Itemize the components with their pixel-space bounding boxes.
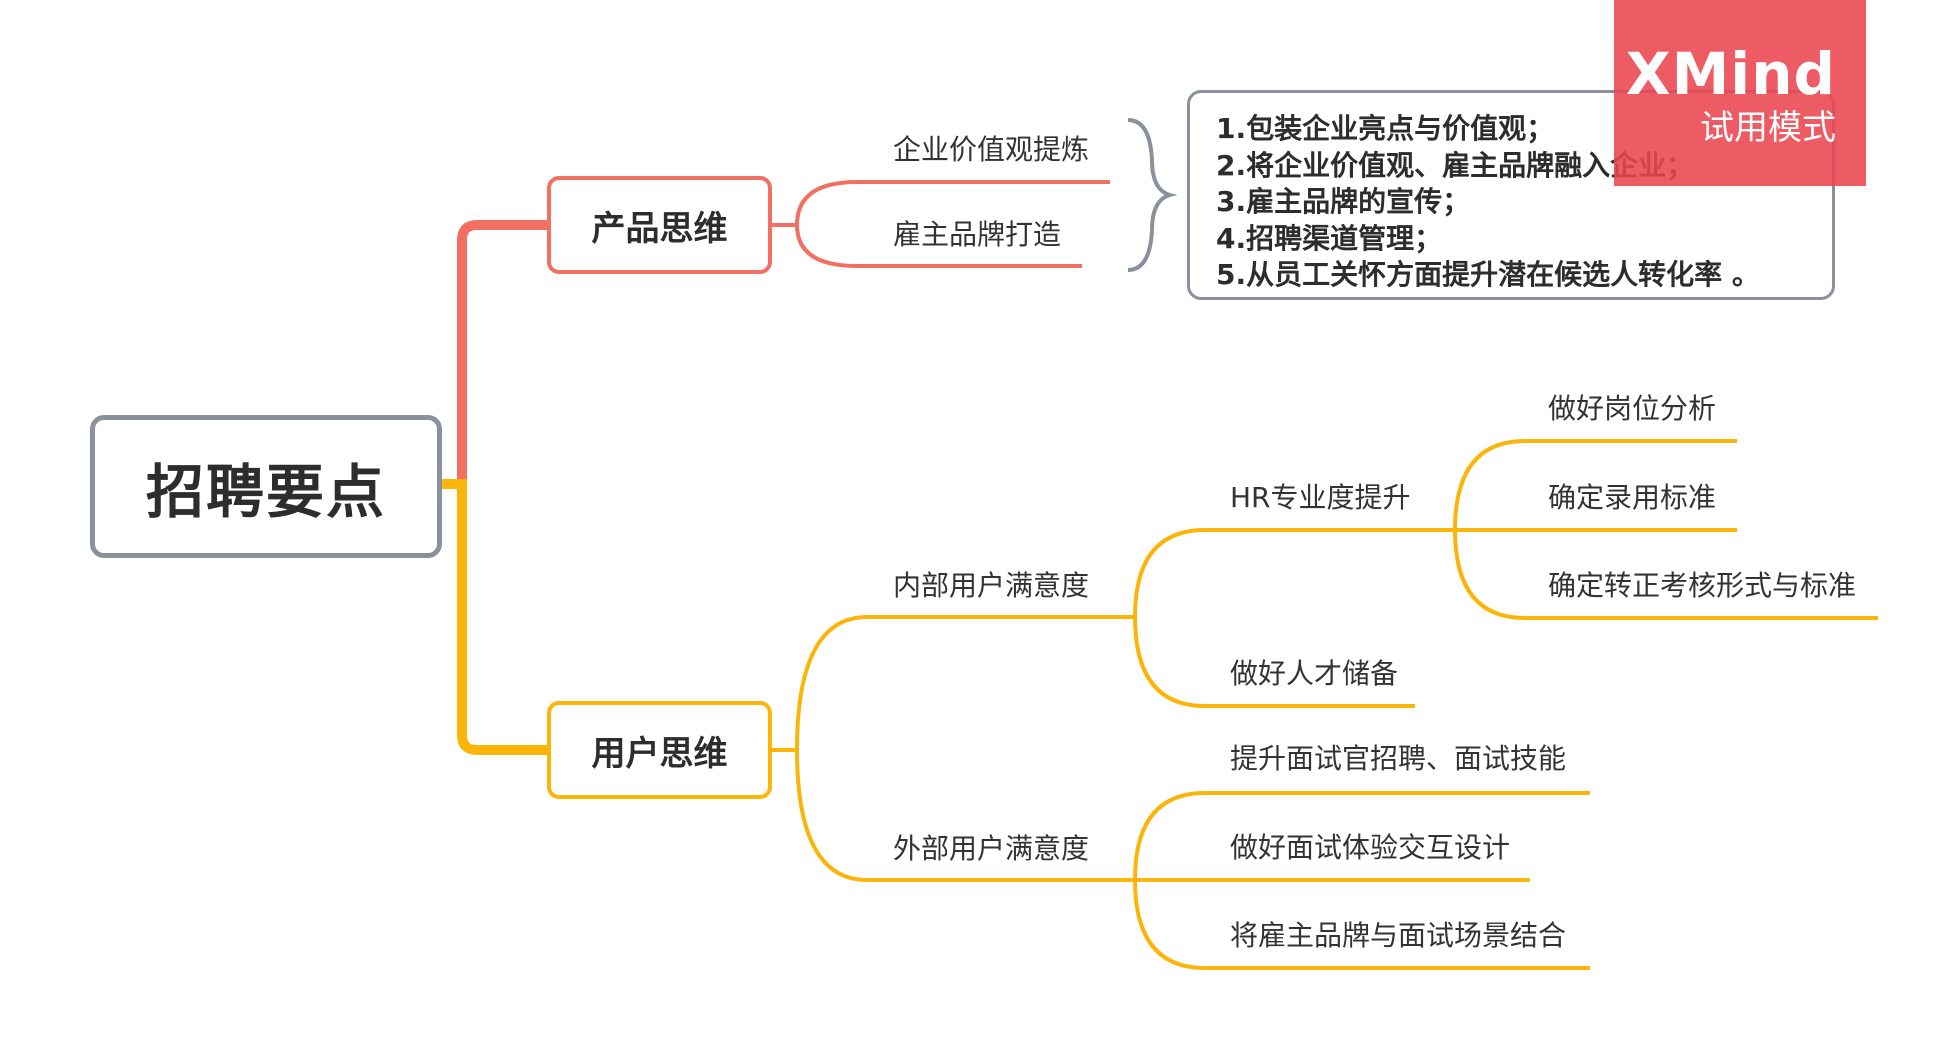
summary-line: 1.包装企业亮点与价值观； (1216, 112, 1555, 145)
subtopic-internal[interactable]: 内部用户满意度 (893, 569, 1090, 602)
subtopic-hr[interactable]: HR专业度提升 (1230, 481, 1411, 514)
connector-user-internal (772, 615, 1135, 752)
subtopic-job-analysis[interactable]: 做好岗位分析 (1548, 392, 1717, 425)
subtopic-brand-interview[interactable]: 将雇主品牌与面试场景结合 (1230, 919, 1567, 952)
connector-root-user (442, 479, 547, 755)
connector-user-external (772, 748, 1135, 882)
connector-product-brand (772, 223, 1082, 268)
connector-internal-reserve (1133, 616, 1415, 708)
summary-line: 4.招聘渠道管理； (1216, 221, 1443, 255)
connector-product-values (772, 180, 1110, 227)
main-topic-user[interactable]: 用户思维 (547, 701, 772, 799)
connector-internal-hr (1133, 528, 1455, 618)
subtopic-values[interactable]: 企业价值观提炼 (893, 133, 1090, 166)
summary-line: 3.雇主品牌的宣传； (1216, 185, 1471, 218)
subtopic-brand[interactable]: 雇主品牌打造 (893, 218, 1062, 251)
connector-hr-probation (1453, 529, 1878, 620)
connector-external-skills (1133, 791, 1590, 881)
xmind-trial-watermark: XMind 试用模式 (1614, 0, 1866, 186)
connector-hr-job (1453, 439, 1737, 531)
root-topic[interactable]: 招聘要点 (90, 415, 442, 558)
subtopic-hiring-standard[interactable]: 确定录用标准 (1548, 481, 1717, 514)
subtopic-reserve[interactable]: 做好人才储备 (1230, 657, 1399, 690)
summary-brace (1127, 118, 1178, 272)
subtopic-probation[interactable]: 确定转正考核形式与标准 (1548, 569, 1857, 602)
connector-root-product (442, 220, 547, 489)
watermark-subtitle: 试用模式 (1700, 108, 1836, 148)
summary-line: 5.从员工关怀方面提升潜在候选人转化率 。 (1216, 258, 1760, 291)
watermark-title: XMind (1625, 40, 1836, 108)
subtopic-external[interactable]: 外部用户满意度 (893, 832, 1090, 865)
subtopic-interview-experience[interactable]: 做好面试体验交互设计 (1230, 831, 1511, 864)
root-topic-label: 招聘要点 (145, 457, 386, 526)
main-topic-product[interactable]: 产品思维 (547, 176, 772, 274)
connector-external-brand (1133, 879, 1590, 970)
main-topic-user-label: 用户思维 (591, 733, 728, 774)
main-topic-product-label: 产品思维 (591, 208, 728, 249)
subtopic-interviewer-skills[interactable]: 提升面试官招聘、面试技能 (1230, 742, 1567, 775)
